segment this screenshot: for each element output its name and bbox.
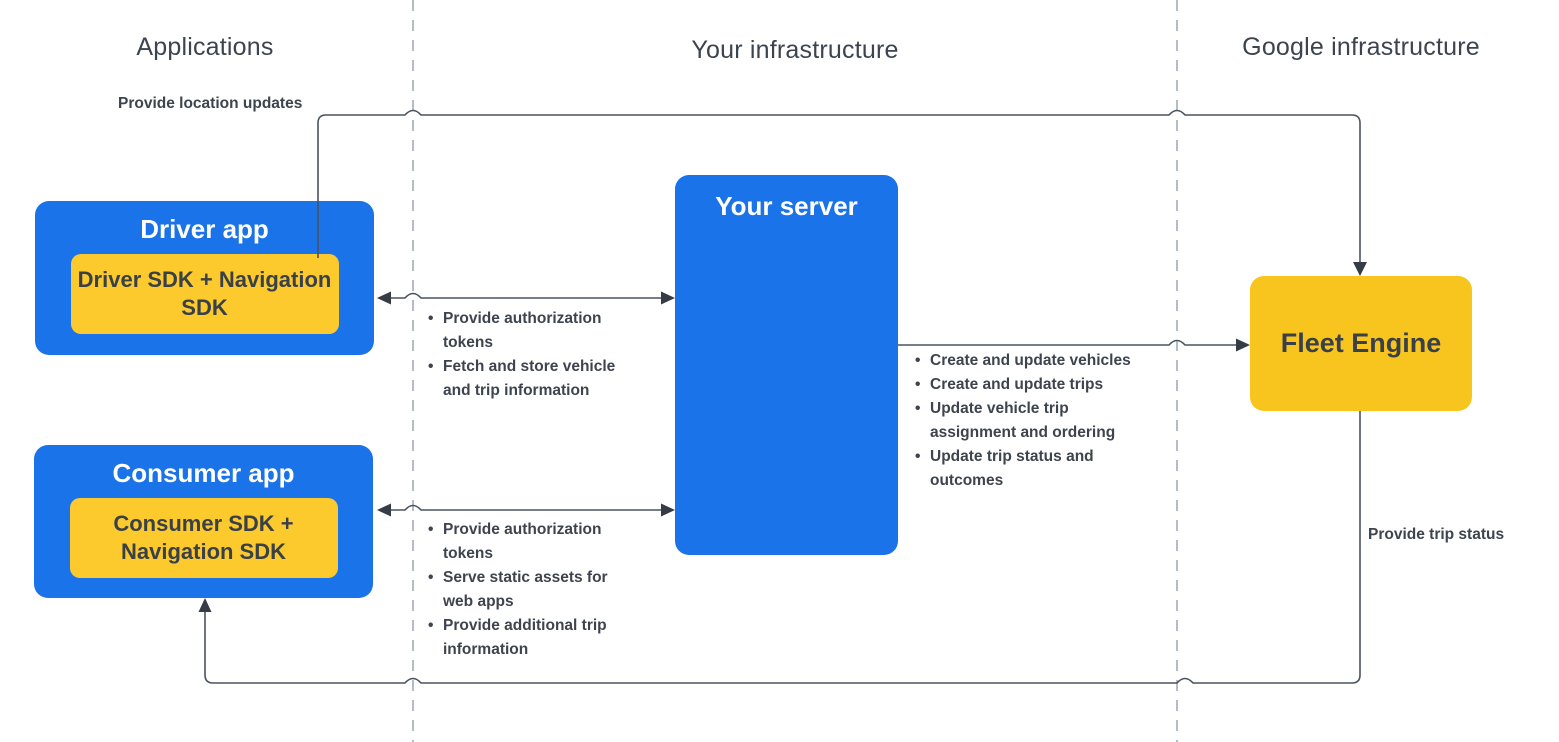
list-item: Update vehicle trip assignment and order… [915,397,1153,445]
consumer-sdk-label: Consumer SDK + Navigation SDK [113,511,294,564]
consumer-sdk-box: Consumer SDK + Navigation SDK [69,498,338,578]
connector-server-fleet [898,339,1237,346]
list-item: Update trip status and outcomes [915,445,1153,493]
column-header-applications: Applications [136,33,274,61]
list-item: Provide additional trip information [428,614,616,662]
driver-sdk-box: Driver SDK + Navigation SDK [70,254,339,334]
fleet-engine-title: Fleet Engine [1280,328,1442,358]
connector-driver-server [390,292,662,299]
list-driver-server: Provide authorization tokens Fetch and s… [428,307,630,403]
consumer-app-title: Consumer app [112,458,295,488]
column-header-your-infrastructure: Your infrastructure [691,36,899,64]
list-item: Create and update trips [915,373,1153,397]
arrowhead-left-driver-app-icon [377,291,391,305]
driver-sdk-label: Driver SDK + Navigation SDK [77,267,332,320]
list-item: Provide authorization tokens [428,518,616,566]
list-item: Provide authorization tokens [428,307,630,355]
column-header-google-infrastructure: Google infrastructure [1242,33,1480,61]
arrowhead-right-your-server-icon [661,503,675,517]
arrowhead-right-your-server-icon [661,291,675,305]
list-item: Create and update vehicles [915,349,1153,373]
label-provide-trip-status: Provide trip status [1368,526,1505,543]
list-item: Fetch and store vehicle and trip informa… [428,355,630,403]
your-server-title: Your server [715,191,858,221]
arrowhead-down-fleet-engine-icon [1353,262,1367,276]
connector-consumer-server [390,504,662,511]
node-consumer-app: Consumer app Consumer SDK + Navigation S… [34,445,373,598]
list-item: Serve static assets for web apps [428,566,616,614]
node-your-server: Your server [675,175,898,555]
arrowhead-left-consumer-app-icon [377,503,391,517]
driver-app-title: Driver app [140,214,269,244]
label-provide-location-updates: Provide location updates [118,95,303,112]
list-server-fleet: Create and update vehicles Create and up… [915,349,1153,493]
node-driver-app: Driver app Driver SDK + Navigation SDK [35,201,374,355]
node-fleet-engine: Fleet Engine [1250,276,1472,411]
list-consumer-server: Provide authorization tokens Serve stati… [428,518,616,662]
arrowhead-up-consumer-app-icon [198,598,212,612]
arrowhead-right-fleet-engine-icon [1236,338,1250,352]
